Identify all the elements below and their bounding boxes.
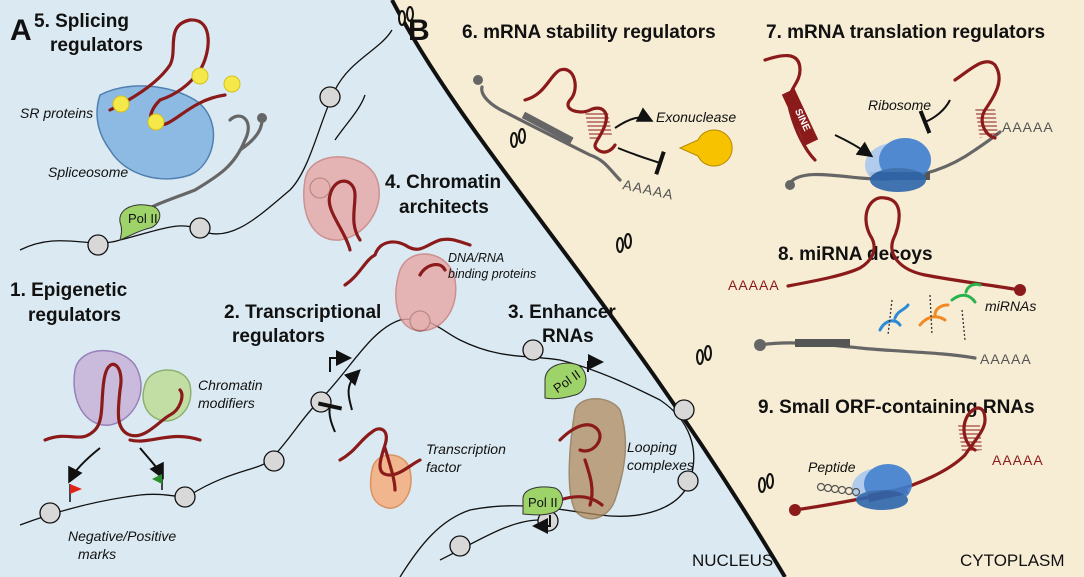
stability-mrna-cds [521, 111, 574, 144]
epigenetic-lncrna [43, 362, 202, 443]
mrna-cap [257, 113, 267, 123]
marks-label-line1: Negative/Positive [68, 528, 176, 544]
exonuclease-label: Exonuclease [656, 109, 736, 125]
category-1-title-line1: 1. Epigenetic [10, 280, 128, 301]
stability-hatch [585, 112, 612, 140]
category-2-title-line2: regulators [232, 326, 325, 347]
nucleus-label: NUCLEUS [692, 551, 773, 570]
category-4-title-line2: architects [399, 197, 489, 218]
enhancer-transcription-arrow-down [532, 515, 551, 534]
exonuclease-arrow [614, 107, 654, 129]
architect-protein-1 [303, 156, 380, 241]
panel-letter-b: B [408, 14, 430, 47]
spliceosome-label: Spliceosome [48, 164, 128, 180]
ribosome-activate-arrow [834, 134, 874, 158]
decoy-target-cap [754, 339, 766, 351]
positive-mark-flag [152, 474, 163, 490]
category-2-title-line1: 2. Transcriptional [224, 302, 381, 323]
ribosome-9 [852, 464, 912, 510]
ribosome-7 [865, 138, 931, 192]
stability-mrna-cap [473, 75, 483, 85]
category-7-title: 7. mRNA translation regulators [766, 22, 1045, 43]
ribosome-inhibit-line [918, 99, 951, 134]
mirna-orange [918, 303, 950, 327]
decoy-lncrna [786, 196, 1022, 292]
stability-mrna [480, 85, 622, 182]
category-3-title-line1: 3. Enhancer [508, 302, 616, 323]
tf-lncrna [338, 427, 422, 492]
decoy-target-polya: AAAAA [980, 351, 1032, 367]
looping-complex [568, 398, 627, 520]
epigenetic-arrow-left [68, 447, 101, 484]
category-9-title: 9. Small ORF-containing RNAs [758, 397, 1035, 418]
chromatin-modifiers-line2: modifiers [198, 395, 255, 411]
mirna-dotted-arrows [887, 294, 966, 341]
decoy-polya: AAAAA [728, 277, 780, 293]
tf-activation-arrow [343, 369, 361, 411]
chromatin-modifier-purple [73, 349, 142, 426]
category-8-title: 8. miRNA decoys [778, 244, 933, 265]
sine-lncrna [763, 54, 817, 162]
looping-label-line1: Looping [627, 439, 677, 455]
dna-rna-bp-line2: binding proteins [448, 267, 536, 281]
dna-rna-bp-line1: DNA/RNA [448, 251, 504, 265]
chromatin-modifiers-line1: Chromatin [198, 377, 263, 393]
translation-mrna-cap [785, 180, 795, 190]
exonuclease-pacman [678, 129, 733, 167]
enhancer-rna [558, 423, 604, 507]
peptide-chain [816, 482, 861, 497]
epigenetic-arrow-right [139, 447, 164, 480]
decoy-cap [1014, 284, 1026, 296]
cytoplasm-label: CYTOPLASM [960, 551, 1065, 570]
mirnas-label: miRNAs [985, 298, 1036, 314]
ribosome-label: Ribosome [868, 97, 931, 113]
sr-proteins-label: SR proteins [20, 105, 93, 121]
peptide-label: Peptide [808, 459, 856, 475]
stability-lncrna [523, 67, 617, 154]
translation-hatch [975, 108, 998, 138]
small-orf-polya: AAAAA [992, 452, 1044, 468]
decoy-target-mrna [758, 341, 977, 360]
nuclear-pores [398, 6, 774, 493]
translation-polya: AAAAA [1002, 119, 1054, 135]
sine-element [781, 88, 819, 146]
category-5-title-line2: regulators [50, 35, 143, 56]
mirna-green [950, 282, 982, 304]
marks-label-line2: marks [78, 546, 116, 562]
negative-mark-flag [69, 484, 82, 502]
category-3-title-line2: RNAs [542, 326, 594, 347]
looping-label-line2: complexes [627, 457, 694, 473]
pol2-enhancer-bottom-label: Pol II [528, 495, 558, 510]
small-orf-cap [789, 504, 801, 516]
architect-lncrna [327, 179, 472, 287]
enhancer-transcription-arrow-up [587, 354, 604, 372]
sr-proteins [112, 67, 241, 131]
architect-protein-2 [395, 253, 457, 332]
tf-label-line1: Transcription [426, 441, 506, 457]
exonuclease-inhibit [617, 147, 666, 176]
pol2-splicing: Pol II [119, 204, 161, 241]
decoy-target-cds [795, 339, 850, 347]
transcription-start-arrow [329, 350, 352, 372]
nuclear-membrane [390, 0, 787, 577]
pol2-label: Pol II [128, 211, 158, 226]
tf-repression-line [317, 401, 343, 433]
tf-label-line2: factor [426, 459, 462, 475]
pol2-enhancer-bottom: Pol II [522, 486, 563, 516]
panel-letter-a: A [10, 14, 32, 47]
small-orf-hatch [958, 425, 982, 452]
pol2-enhancer-top: Pol II [544, 362, 587, 400]
category-6-title: 6. mRNA stability regulators [462, 22, 716, 43]
category-4-title-line1: 4. Chromatin [385, 172, 501, 193]
category-1-title-line2: regulators [28, 305, 121, 326]
category-5-title-line1: 5. Splicing [34, 11, 129, 32]
